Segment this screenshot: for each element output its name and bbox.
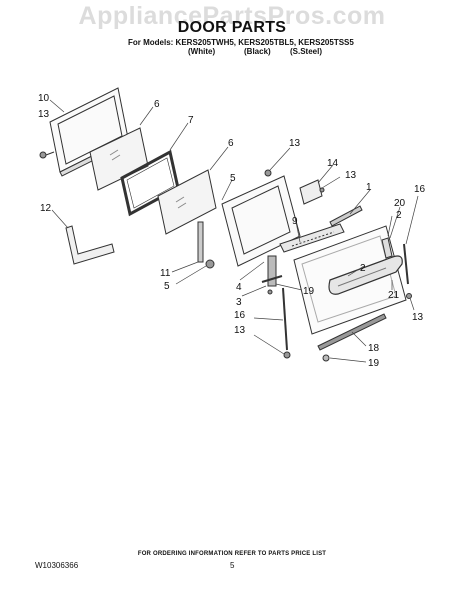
callout-11: 11 bbox=[160, 268, 171, 279]
variant-steel: (S.Steel) bbox=[290, 47, 323, 56]
callout-3: 3 bbox=[236, 297, 242, 308]
part-screw-10 bbox=[39, 151, 55, 159]
callout-13b: 13 bbox=[289, 138, 301, 149]
callout-leaders bbox=[49, 99, 419, 363]
callout-2b: 2 bbox=[360, 263, 366, 274]
callout-4: 4 bbox=[236, 282, 242, 293]
models-line: For Models: KERS205TWH5, KERS205TBL5, KE… bbox=[128, 38, 354, 47]
callout-19b: 19 bbox=[368, 358, 380, 369]
part-rod-left bbox=[282, 287, 291, 359]
part-glass-panel-lower bbox=[157, 169, 217, 235]
callout-10: 10 bbox=[38, 93, 50, 104]
part-screw-liner bbox=[264, 169, 272, 177]
callout-12: 12 bbox=[40, 203, 52, 214]
callout-1: 1 bbox=[366, 182, 372, 193]
part-hinge-bracket bbox=[299, 179, 325, 205]
callout-9: 9 bbox=[292, 216, 298, 227]
part-handle-end-cap bbox=[381, 237, 393, 259]
callout-13a: 13 bbox=[38, 109, 50, 120]
callout-18: 18 bbox=[368, 343, 380, 354]
callout-6b: 6 bbox=[228, 138, 234, 149]
callout-13d: 13 bbox=[234, 325, 246, 336]
part-hinge-left bbox=[197, 221, 215, 269]
part-door-vent bbox=[279, 223, 345, 253]
callout-16a: 16 bbox=[414, 184, 426, 195]
page-number: 5 bbox=[230, 561, 235, 570]
part-inner-door-liner bbox=[221, 175, 301, 267]
ordering-instruction: FOR ORDERING INFORMATION REFER TO PARTS … bbox=[137, 551, 327, 557]
callout-2a: 2 bbox=[396, 210, 402, 221]
part-rod-right bbox=[403, 243, 412, 299]
part-hinge-right bbox=[261, 255, 283, 295]
callout-21: 21 bbox=[388, 290, 400, 301]
callout-6a: 6 bbox=[154, 99, 160, 110]
callout-5b: 5 bbox=[164, 281, 170, 292]
part-door-handle bbox=[328, 255, 403, 295]
callout-20: 20 bbox=[394, 198, 406, 209]
part-vent-trim bbox=[329, 205, 363, 227]
callout-19a: 19 bbox=[303, 286, 315, 297]
watermark: AppliancePartsPros.com bbox=[78, 2, 386, 30]
variant-white: (White) bbox=[188, 47, 216, 56]
document-number: W10306366 bbox=[35, 561, 79, 570]
variant-black: (Black) bbox=[244, 47, 271, 56]
callout-13c: 13 bbox=[345, 170, 357, 181]
callout-16b: 16 bbox=[234, 310, 246, 321]
callout-5a: 5 bbox=[230, 173, 236, 184]
callout-14: 14 bbox=[327, 158, 339, 169]
part-l-bracket bbox=[65, 225, 115, 265]
part-glass-panel-upper bbox=[89, 127, 149, 191]
callout-7: 7 bbox=[188, 115, 194, 126]
callout-13e: 13 bbox=[412, 312, 424, 323]
page-title: DOOR PARTS bbox=[177, 19, 287, 36]
